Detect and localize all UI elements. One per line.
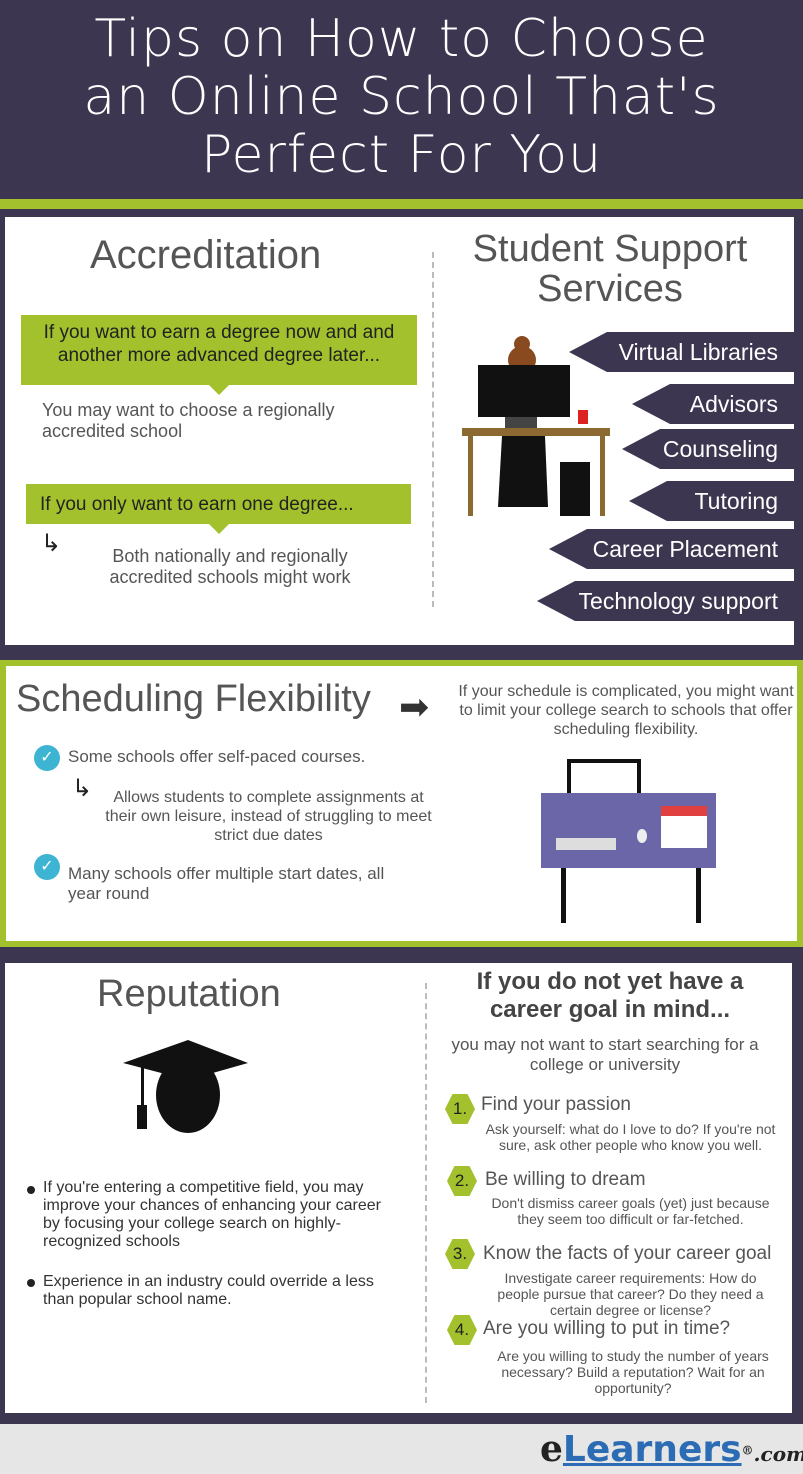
career-subheading: you may not want to start searching for … (451, 1035, 759, 1074)
dashed-divider (432, 252, 434, 607)
reputation-heading: Reputation (97, 973, 281, 1015)
accreditation-bubble-1: If you want to earn a degree now and and… (21, 315, 417, 395)
graduate-silhouette-icon (123, 1040, 248, 1133)
step-number-badge: 3. (445, 1239, 475, 1269)
accreditation-support-section: Accreditation If you want to earn a degr… (5, 217, 794, 645)
elearners-logo: eLearners®.com (540, 1428, 803, 1470)
step-number-badge: 2. (447, 1166, 477, 1196)
title-line: an Online School That's (83, 67, 720, 127)
step-title: Are you willing to put in time? (483, 1318, 731, 1339)
support-item: Counseling (622, 429, 794, 469)
step-number-badge: 4. (447, 1315, 477, 1345)
reputation-bullet: If you're entering a competitive field, … (43, 1179, 381, 1250)
scheduling-heading: Scheduling Flexibility (16, 678, 371, 720)
bullet-icon (27, 1186, 35, 1194)
accreditation-text-2: Both nationally and regionally accredite… (109, 546, 351, 587)
logo-main: Learners (562, 1429, 742, 1470)
dashed-divider (425, 983, 427, 1403)
accreditation-text-1: You may want to choose a regionally accr… (42, 400, 335, 441)
divider-stripe (0, 199, 803, 209)
step-title: Be willing to dream (485, 1169, 646, 1190)
support-item: Tutoring (629, 481, 794, 521)
step-description: Don't dismiss career goals (yet) just be… (491, 1195, 770, 1227)
check-icon: ✓ (34, 854, 60, 880)
career-heading: If you do not yet have a career goal in … (476, 968, 744, 1023)
scheduling-section: Scheduling Flexibility ➡ If your schedul… (0, 660, 803, 947)
scheduling-sub-1: Allows students to complete assignments … (105, 789, 432, 844)
accreditation-heading: Accreditation (90, 233, 322, 277)
desk-computer-illustration (541, 759, 716, 923)
arrow-right-icon: ➡ (399, 686, 430, 727)
title-line: Perfect For You (200, 125, 603, 185)
support-heading: Student Support Services (472, 228, 748, 310)
page-title: Tips on How to Choose an Online School T… (0, 0, 803, 198)
reputation-bullet: Experience in an industry could override… (43, 1273, 374, 1308)
student-at-desk-illustration (462, 336, 610, 516)
logo-com: .com (753, 1442, 803, 1466)
bullet-icon (27, 1279, 35, 1287)
step-description: Ask yourself: what do I love to do? If y… (485, 1121, 776, 1153)
step-description: Investigate career requirements: How do … (497, 1270, 764, 1318)
scheduling-note: If your schedule is complicated, you mig… (458, 683, 794, 738)
arrow-down-right-icon: ↳ (41, 530, 62, 557)
step-title: Know the facts of your career goal (483, 1243, 772, 1264)
accreditation-bubble-2: If you only want to earn one degree... (26, 484, 411, 534)
scheduling-point-2: Many schools offer multiple start dates,… (68, 864, 385, 903)
scheduling-point-1: Some schools offer self-paced courses. (68, 747, 366, 766)
support-item: Technology support (537, 581, 794, 621)
reputation-career-section: Reputation If you're entering a competit… (5, 963, 792, 1413)
footer: eLearners®.com (0, 1424, 803, 1474)
support-item: Virtual Libraries (569, 332, 794, 372)
arrow-down-right-icon: ↳ (72, 775, 93, 802)
step-description: Are you willing to study the number of y… (497, 1348, 769, 1396)
step-number-badge: 1. (445, 1094, 475, 1124)
check-icon: ✓ (34, 745, 60, 771)
title-line: Tips on How to Choose (94, 9, 709, 69)
support-item: Career Placement (549, 529, 794, 569)
logo-e: e (540, 1428, 563, 1470)
support-item: Advisors (632, 384, 794, 424)
step-title: Find your passion (481, 1094, 631, 1115)
logo-registered: ® (741, 1443, 754, 1458)
